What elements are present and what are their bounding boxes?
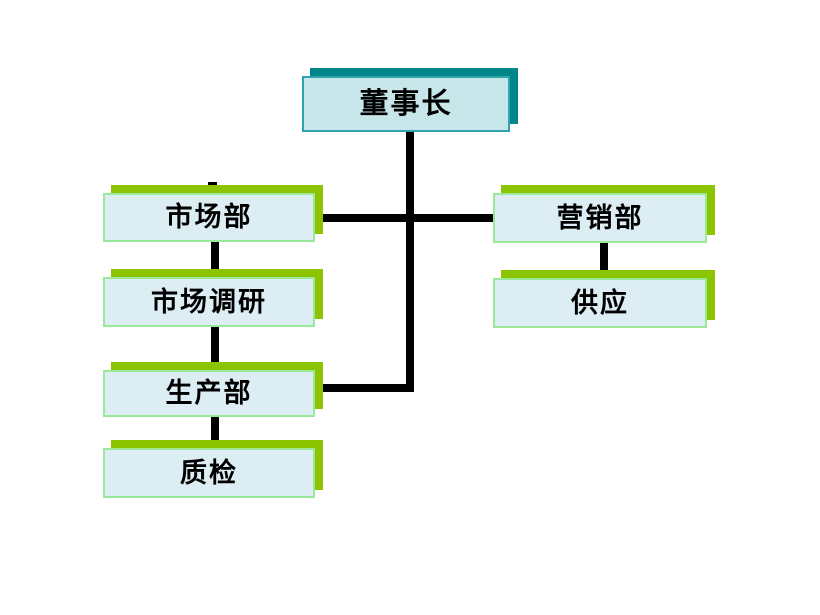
org-node-sales[interactable]: 营销部	[493, 185, 715, 243]
node-box: 市场调研	[103, 277, 315, 327]
node-box: 董事长	[302, 76, 510, 132]
node-box: 营销部	[493, 193, 707, 243]
connector-chairman-trunk	[406, 128, 414, 392]
node-label: 质检	[180, 457, 238, 488]
connector-trunk-production	[318, 384, 414, 392]
org-node-chairman[interactable]: 董事长	[302, 68, 518, 132]
connector-sales-supply	[600, 241, 608, 283]
node-label: 营销部	[556, 202, 644, 233]
node-label: 供应	[571, 287, 629, 318]
node-box: 生产部	[103, 370, 315, 417]
org-node-production[interactable]: 生产部	[103, 362, 323, 417]
org-node-quality-inspection[interactable]: 质检	[103, 440, 323, 498]
node-box: 市场部	[103, 193, 315, 242]
org-node-market-research[interactable]: 市场调研	[103, 269, 323, 327]
node-label: 生产部	[165, 378, 253, 408]
node-label: 市场调研	[151, 286, 267, 317]
connector-marketing-sales	[318, 214, 496, 222]
connector-marketing-research	[211, 240, 219, 284]
org-node-marketing[interactable]: 市场部	[103, 185, 323, 242]
org-node-supply[interactable]: 供应	[493, 270, 715, 328]
node-label: 董事长	[359, 87, 453, 120]
node-box: 供应	[493, 278, 707, 328]
node-label: 市场部	[165, 202, 253, 232]
connector-production-qc	[211, 415, 219, 455]
connector-research-production	[211, 325, 219, 375]
node-box: 质检	[103, 448, 315, 498]
stub-mark-above-marketing	[208, 182, 217, 185]
